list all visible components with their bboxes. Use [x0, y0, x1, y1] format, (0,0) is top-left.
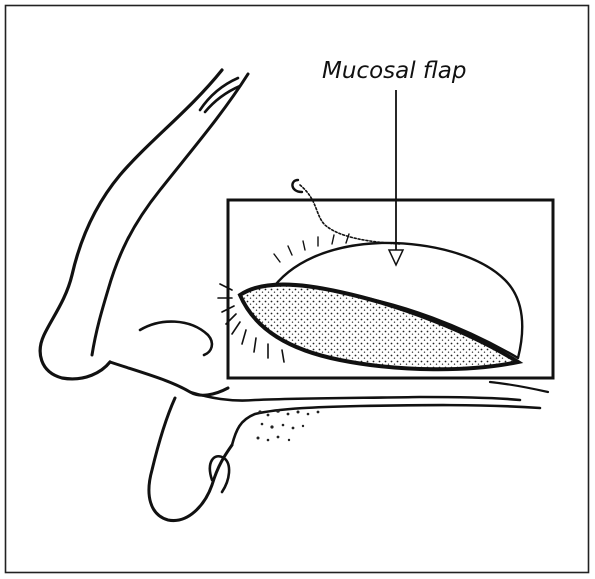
- nostril-ala: [110, 322, 228, 396]
- upper-lip: [149, 382, 548, 521]
- lip-stipple: [257, 409, 320, 441]
- nose-profile: [40, 70, 248, 379]
- callout-label: Mucosal flap: [322, 58, 466, 84]
